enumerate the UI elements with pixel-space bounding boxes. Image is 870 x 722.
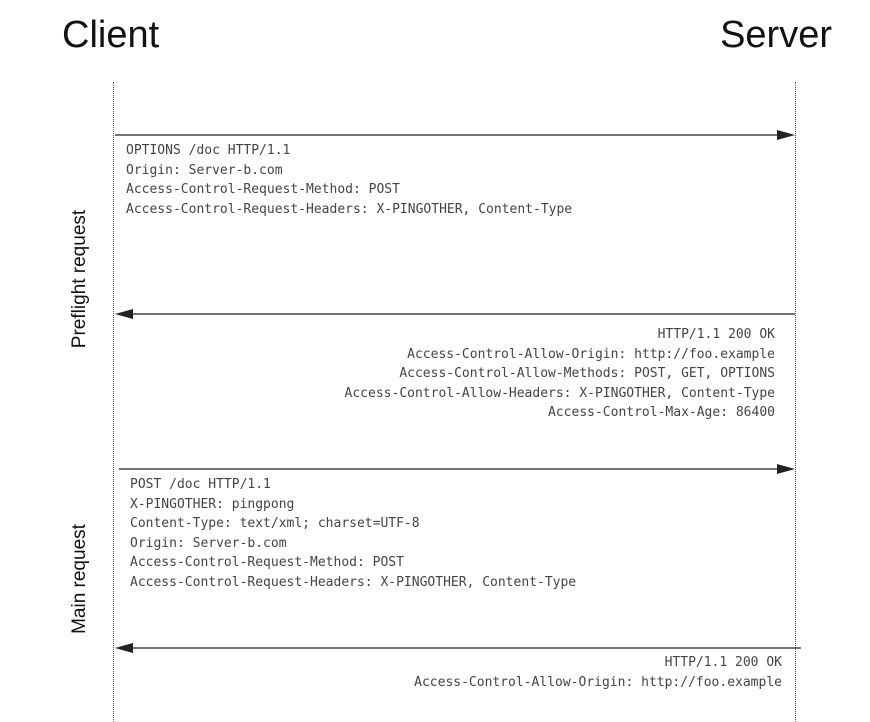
message-line: Origin: Server-b.com [126,162,283,178]
message-line: OPTIONS /doc HTTP/1.1 [126,143,291,158]
response-arrow [115,309,795,319]
client-label: Client [62,14,160,56]
message-line: Access-Control-Request-Method: POST [126,182,400,198]
message-line: Access-Control-Max-Age: 86400 [548,405,775,421]
phase-label-preflight: Preflight request [69,209,90,349]
client-lifeline [113,82,114,722]
message-line: Access-Control-Request-Headers: X-PINGOT… [130,574,577,590]
message-preflight-response: HTTP/1.1 200 OK Access-Control-Allow-Orig… [345,325,775,423]
message-line: Content-Type: text/xml; charset=UTF-8 [130,516,420,532]
request-arrow [119,464,795,474]
server-label: Server [720,14,832,56]
message-line: HTTP/1.1 200 OK [657,327,775,342]
message-line: Origin: Server-b.com [130,535,287,551]
message-line: Access-Control-Request-Method: POST [130,555,404,571]
message-line: Access-Control-Allow-Methods: POST, GET,… [399,366,775,382]
message-line: Access-Control-Allow-Headers: X-PINGOTHE… [344,385,775,401]
message-line: HTTP/1.1 200 OK [664,655,782,670]
message-line: Access-Control-Allow-Origin: http://foo.… [407,346,775,362]
message-main-response: HTTP/1.1 200 OK Access-Control-Allow-Orig… [414,653,782,692]
phase-label-main: Main request [69,524,90,634]
message-line: Access-Control-Allow-Origin: http://foo.… [414,674,782,690]
message-line: X-PINGOTHER: pingpong [130,496,295,512]
server-lifeline [795,82,796,722]
message-line: POST /doc HTTP/1.1 [130,477,271,492]
response-arrow [115,643,801,653]
message-line: Access-Control-Request-Headers: X-PINGOT… [126,201,573,217]
request-arrow [115,130,795,140]
